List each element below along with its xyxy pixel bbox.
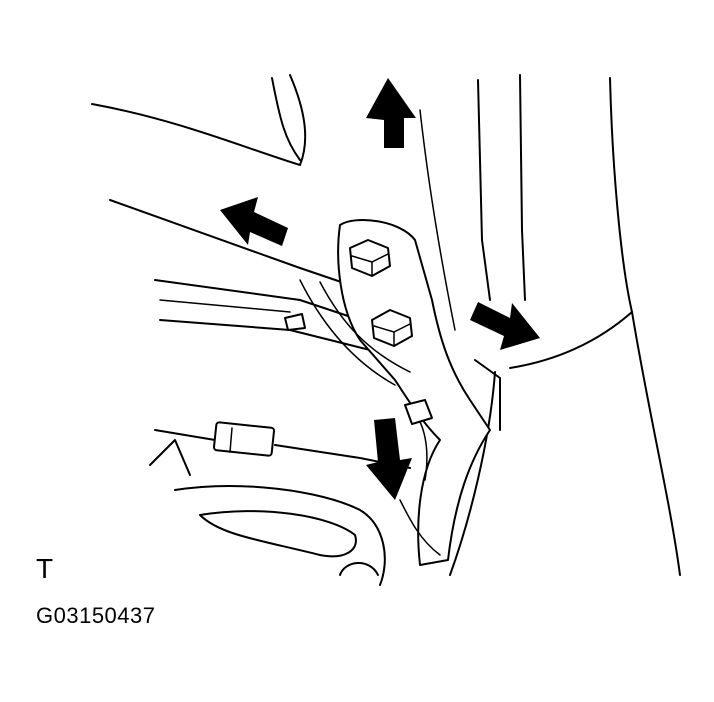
arrow-up-icon bbox=[366, 78, 416, 148]
view-letter: T bbox=[36, 553, 54, 584]
cowl-structure bbox=[149, 279, 501, 586]
figure-code: G03150437 bbox=[36, 603, 156, 628]
arrow-right-icon bbox=[470, 302, 540, 350]
arrow-left-icon bbox=[220, 197, 288, 246]
clip-icon bbox=[284, 313, 433, 425]
hood-panel bbox=[91, 74, 307, 166]
bolt-icon bbox=[349, 239, 391, 277]
wire-connector bbox=[212, 421, 276, 457]
arrow-down-icon bbox=[366, 418, 412, 500]
fender-edge bbox=[109, 74, 681, 576]
hinge-bracket bbox=[299, 219, 491, 566]
bolt-icon bbox=[371, 309, 413, 347]
